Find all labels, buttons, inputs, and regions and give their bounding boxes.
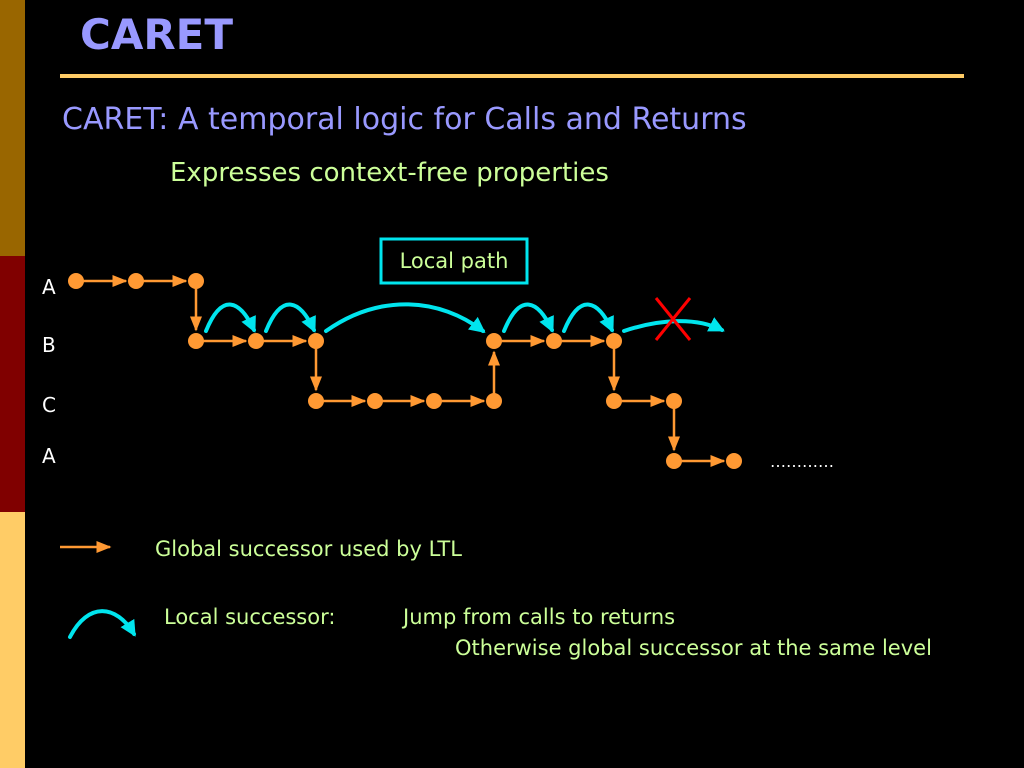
node xyxy=(426,393,442,409)
node xyxy=(726,453,742,469)
node xyxy=(308,333,324,349)
continuation-dots: ………… xyxy=(770,452,834,471)
row-label-a-bottom: A xyxy=(42,444,56,468)
legend-local-title: Local successor: xyxy=(164,605,336,629)
local-path-label: Local path xyxy=(400,249,509,273)
node xyxy=(367,393,383,409)
nodes xyxy=(68,273,742,469)
legend-local-desc-2: Otherwise global successor at the same l… xyxy=(455,636,932,660)
side-band-top xyxy=(0,0,25,256)
legend-local-desc-1: Jump from calls to returns xyxy=(403,605,676,629)
node xyxy=(666,453,682,469)
legend-global-text: Global successor used by LTL xyxy=(155,537,462,561)
node xyxy=(188,333,204,349)
local-arrows xyxy=(204,302,725,333)
local-arrow xyxy=(502,302,554,333)
row-label-c: C xyxy=(42,393,56,417)
slide-subtitle: CARET: A temporal logic for Calls and Re… xyxy=(62,102,747,137)
row-label-b: B xyxy=(42,333,56,357)
node xyxy=(68,273,84,289)
local-path-box xyxy=(379,237,529,285)
node xyxy=(546,333,562,349)
local-arrow xyxy=(204,302,256,333)
title-divider xyxy=(60,74,964,78)
local-arrow xyxy=(562,302,614,333)
slide-title: CARET xyxy=(80,10,234,59)
local-arrow xyxy=(324,302,486,333)
node xyxy=(486,333,502,349)
cross-mark-icon xyxy=(654,297,692,341)
node xyxy=(248,333,264,349)
node xyxy=(188,273,204,289)
node xyxy=(666,393,682,409)
global-arrows xyxy=(76,275,726,467)
node xyxy=(606,333,622,349)
side-band-middle xyxy=(0,256,25,512)
node xyxy=(128,273,144,289)
node xyxy=(486,393,502,409)
side-band-bottom xyxy=(0,512,25,768)
local-arrow xyxy=(264,302,316,333)
local-arrow xyxy=(622,317,725,333)
node xyxy=(606,393,622,409)
legend-local-arrow-icon xyxy=(68,609,136,639)
node xyxy=(308,393,324,409)
row-label-a-top: A xyxy=(42,275,56,299)
slide-subpoint: Expresses context-free properties xyxy=(170,158,609,188)
